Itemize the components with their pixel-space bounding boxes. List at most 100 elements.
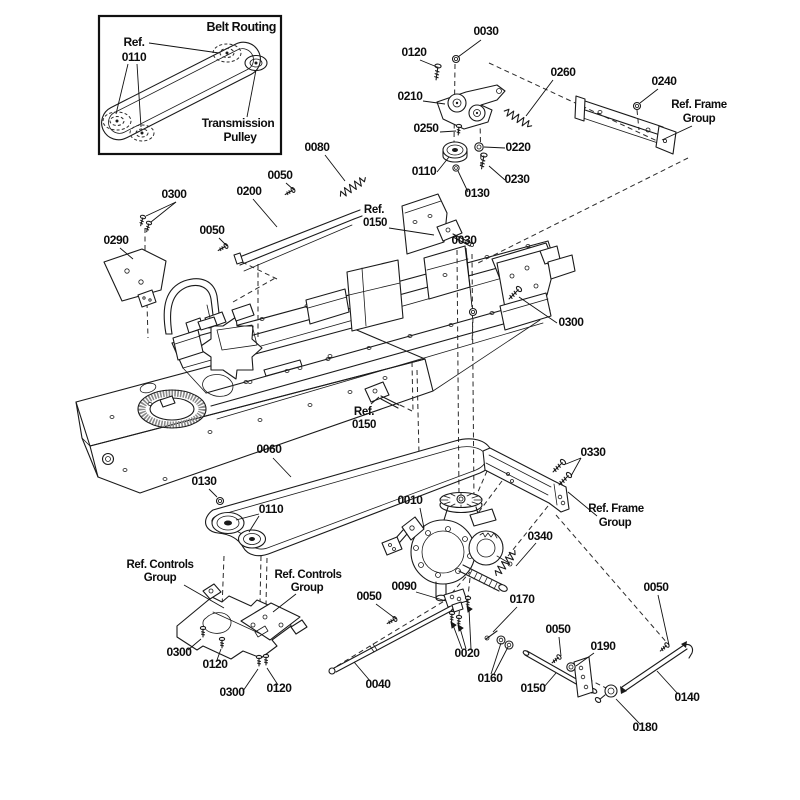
washer-0160-b — [504, 640, 514, 650]
screw-0020-a — [448, 610, 456, 623]
ref-frame-group-top-line2: Group — [683, 113, 716, 125]
callout-0330: 0330 — [580, 445, 606, 459]
channel-0200 — [233, 209, 363, 272]
callouts: 0030 0120 0260 0240 Ref. Frame Group 021… — [103, 24, 727, 734]
pin-0170 — [484, 630, 498, 641]
screw-0050-c — [385, 615, 399, 627]
ref-frame-group-mid-line1: Ref. Frame — [588, 503, 643, 515]
nut-0240 — [632, 101, 642, 111]
bracket-0090 — [443, 588, 468, 613]
callout-0110-top: 0110 — [412, 164, 437, 178]
callout-0150: 0150 — [520, 681, 546, 695]
ref-frame-group-mid-line2: Group — [599, 517, 632, 529]
inset-pulley-label-line1: Transmission — [202, 116, 275, 130]
callout-0050-b: 0050 — [199, 223, 225, 237]
spring-0080 — [337, 174, 369, 200]
frame-bracket-mid-right — [482, 447, 574, 513]
nut-0030-frame — [468, 307, 478, 317]
rod-0140 — [620, 641, 694, 694]
callout-0140: 0140 — [674, 690, 700, 704]
callout-0240: 0240 — [651, 74, 677, 88]
callout-0020: 0020 — [454, 646, 480, 660]
screw-0120-plate-b — [262, 653, 270, 666]
controls-plate — [176, 583, 308, 667]
screw-0050-d — [549, 653, 563, 666]
callout-0190: 0190 — [590, 639, 616, 653]
callout-0300-frame: 0300 — [558, 315, 584, 329]
screw-0300-left-a — [137, 214, 147, 227]
plate-0290 — [103, 248, 167, 302]
screw-0020-b — [455, 614, 463, 627]
ref-0150-clevis-upper — [436, 219, 474, 247]
callout-0290: 0290 — [103, 233, 129, 247]
callout-0090: 0090 — [391, 579, 417, 593]
ref-controls-group-right-line1: Ref. Controls — [275, 569, 342, 581]
callout-0220: 0220 — [505, 140, 531, 154]
nut-0130-top — [452, 164, 460, 172]
callout-0040: 0040 — [365, 677, 391, 691]
ref-0150-upper-line2: 0150 — [363, 217, 387, 229]
callout-0030-top: 0030 — [473, 24, 499, 38]
inset-belt — [101, 41, 261, 141]
callout-0120-top: 0120 — [401, 45, 427, 59]
callout-0050-d: 0050 — [545, 622, 571, 636]
callout-0120-plate-b: 0120 — [266, 681, 292, 695]
idler-arm-assembly — [432, 54, 534, 172]
inset-border — [97, 14, 283, 156]
callout-0010: 0010 — [397, 493, 423, 507]
callout-0030-frame: 0030 — [451, 233, 477, 247]
nut-0130-belt — [215, 496, 225, 506]
ref-0150-lower-line1: Ref. — [354, 406, 374, 418]
pin-0250 — [455, 123, 463, 136]
callout-0210: 0210 — [397, 89, 423, 103]
inset-pulleys — [102, 43, 268, 142]
belt-routing-inset: Belt Routing Ref. 0110 Transmission Pull… — [97, 14, 283, 156]
inset-ref-line1: Ref. — [123, 35, 144, 49]
frame-bracket-top-right — [574, 95, 677, 155]
bottom-linkage — [328, 588, 694, 704]
bracket-0150-plate — [573, 656, 594, 698]
ref-controls-group-right-line2: Group — [291, 582, 324, 594]
callout-0050-c: 0050 — [356, 589, 382, 603]
callout-0300-a: 0300 — [161, 187, 187, 201]
axle-shaft — [458, 564, 508, 592]
callout-0200: 0200 — [236, 184, 262, 198]
callout-0120-plate-a: 0120 — [202, 657, 228, 671]
callout-0130-belt: 0130 — [191, 474, 217, 488]
ball-joint-0180 — [594, 684, 618, 704]
callout-0110-belt: 0110 — [259, 502, 284, 516]
leader-lines — [119, 39, 693, 725]
screw-0050-a — [283, 186, 297, 198]
inset-title: Belt Routing — [207, 20, 277, 34]
ref-0150-upper-line1: Ref. — [364, 204, 384, 216]
callout-0050-a: 0050 — [267, 168, 293, 182]
ref-controls-group-left-line2: Group — [144, 572, 177, 584]
inset-leaders — [115, 42, 257, 128]
idler-pulley-b — [237, 529, 267, 549]
bolt-0330-a — [550, 457, 568, 475]
washer-0220 — [474, 142, 484, 152]
bolt-0230 — [477, 152, 488, 170]
callout-0130-top: 0130 — [464, 186, 490, 200]
callout-0250: 0250 — [413, 121, 439, 135]
inset-pulley-label-line2: Pulley — [224, 130, 258, 144]
spring-0260 — [502, 106, 534, 131]
left-parts — [103, 174, 524, 409]
ref-frame-group-top-line1: Ref. Frame — [671, 99, 726, 111]
screw-0300-plate-b — [255, 654, 263, 667]
idler-pulley-a — [211, 511, 245, 535]
callout-0160: 0160 — [477, 671, 503, 685]
ref-0150-clevis-lower — [364, 381, 400, 409]
callout-0300-plate-b: 0300 — [219, 685, 245, 699]
pulley-0110-top — [442, 141, 468, 163]
ring-0190 — [566, 662, 576, 672]
callout-0260: 0260 — [550, 65, 576, 79]
rod-0040 — [328, 601, 459, 675]
ref-0150-lower-line2: 0150 — [352, 419, 376, 431]
inset-ref-line2: 0110 — [122, 50, 147, 64]
alignment-dashed-lines — [144, 62, 689, 689]
washer-0160-a — [496, 635, 506, 645]
screw-0050-b — [216, 242, 230, 254]
transaxle-0010 — [381, 491, 520, 602]
